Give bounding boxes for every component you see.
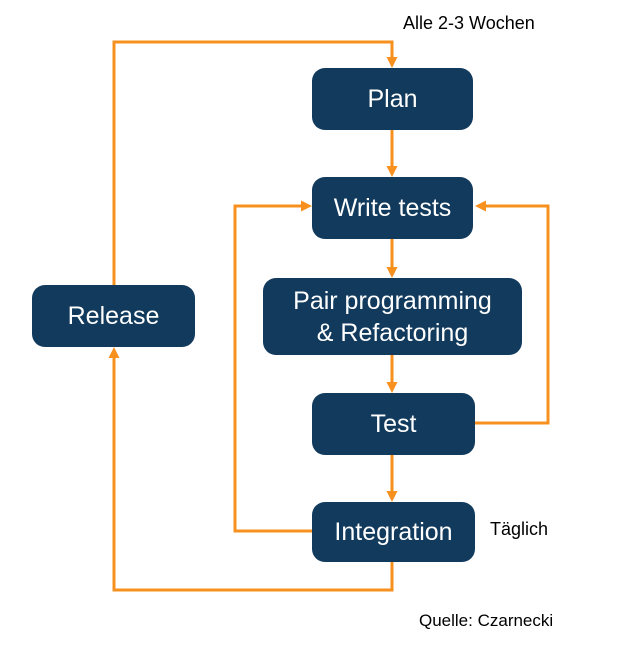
- arrowhead-test-top: [386, 382, 398, 393]
- node-integration-label: Integration: [334, 518, 453, 546]
- node-write-tests-label: Write tests: [333, 194, 452, 222]
- node-test-label: Test: [370, 410, 417, 438]
- cycle-duration-label: Alle 2-3 Wochen: [403, 13, 535, 33]
- connector-test-to-write-tests: [475, 204, 550, 425]
- node-release: Release: [32, 285, 195, 347]
- arrowhead-plan-top: [386, 57, 398, 68]
- arrowhead-integration-top: [386, 491, 398, 502]
- arrowhead-write-tests-left: [301, 200, 312, 212]
- connector-release-to-plan: [112, 40, 394, 285]
- connector-integration-to-release: [112, 356, 394, 592]
- arrowhead-write-tests-top: [386, 166, 398, 177]
- arrowhead-release-bottom: [108, 347, 120, 358]
- node-release-label: Release: [67, 302, 160, 330]
- node-pair-programming-refactoring: Pair programming & Refactoring: [263, 278, 522, 355]
- connector-integration-to-write-tests: [233, 204, 312, 533]
- daily-label: Täglich: [490, 519, 549, 539]
- node-plan-label: Plan: [367, 85, 418, 113]
- node-integration: Integration: [312, 502, 475, 562]
- node-write-tests: Write tests: [312, 177, 473, 239]
- node-pair-label-line2: & Refactoring: [316, 318, 469, 347]
- arrowhead-pair-top: [386, 267, 398, 278]
- node-plan: Plan: [312, 68, 473, 130]
- arrowhead-write-tests-right: [475, 200, 486, 212]
- node-test: Test: [312, 393, 475, 455]
- node-pair-label-line1: Pair programming: [293, 286, 492, 315]
- source-credit-label: Quelle: Czarnecki: [419, 611, 554, 630]
